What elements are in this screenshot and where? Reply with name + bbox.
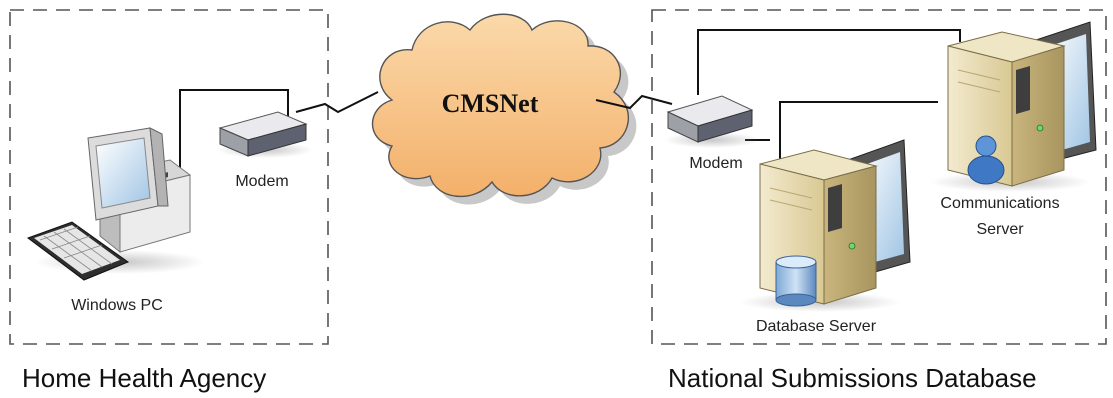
comm-server-label-line2: Server: [976, 221, 1024, 238]
modem-label-right: Modem: [689, 155, 742, 172]
modem-comm-server-cable: [697, 29, 961, 95]
right-zone: Modem Communications Server: [595, 9, 1107, 345]
cloud-shape: [371, 13, 630, 198]
left-zone-border: [9, 9, 329, 345]
pc-modem-cable: [179, 89, 289, 215]
modem-icon-right: [664, 95, 760, 148]
left-zone-caption: Home Health Agency: [22, 363, 266, 393]
modem-label-left: Modem: [235, 173, 288, 190]
db-server-cable: [779, 101, 938, 160]
left-wan-link: [295, 91, 379, 114]
right-zone-caption: National Submissions Database: [668, 363, 1037, 393]
db-server-label: Database Server: [756, 318, 877, 335]
cmsnet-label: CMSNet: [442, 89, 539, 118]
windows-pc-icon: [26, 127, 205, 281]
windows-pc-label: Windows PC: [71, 297, 163, 314]
cmsnet-cloud: CMSNet: [371, 13, 637, 205]
comm-server-label-line1: Communications: [940, 195, 1059, 212]
left-zone: Windows PC Modem: [9, 9, 379, 345]
database-cylinder-icon: [775, 255, 817, 307]
user-icon: [967, 135, 1005, 185]
modem-icon-left: [217, 111, 313, 158]
right-zone-border: [651, 9, 1107, 345]
communications-server-icon: [930, 21, 1097, 192]
right-wan-link: [595, 94, 673, 110]
database-server-icon: [740, 139, 911, 312]
